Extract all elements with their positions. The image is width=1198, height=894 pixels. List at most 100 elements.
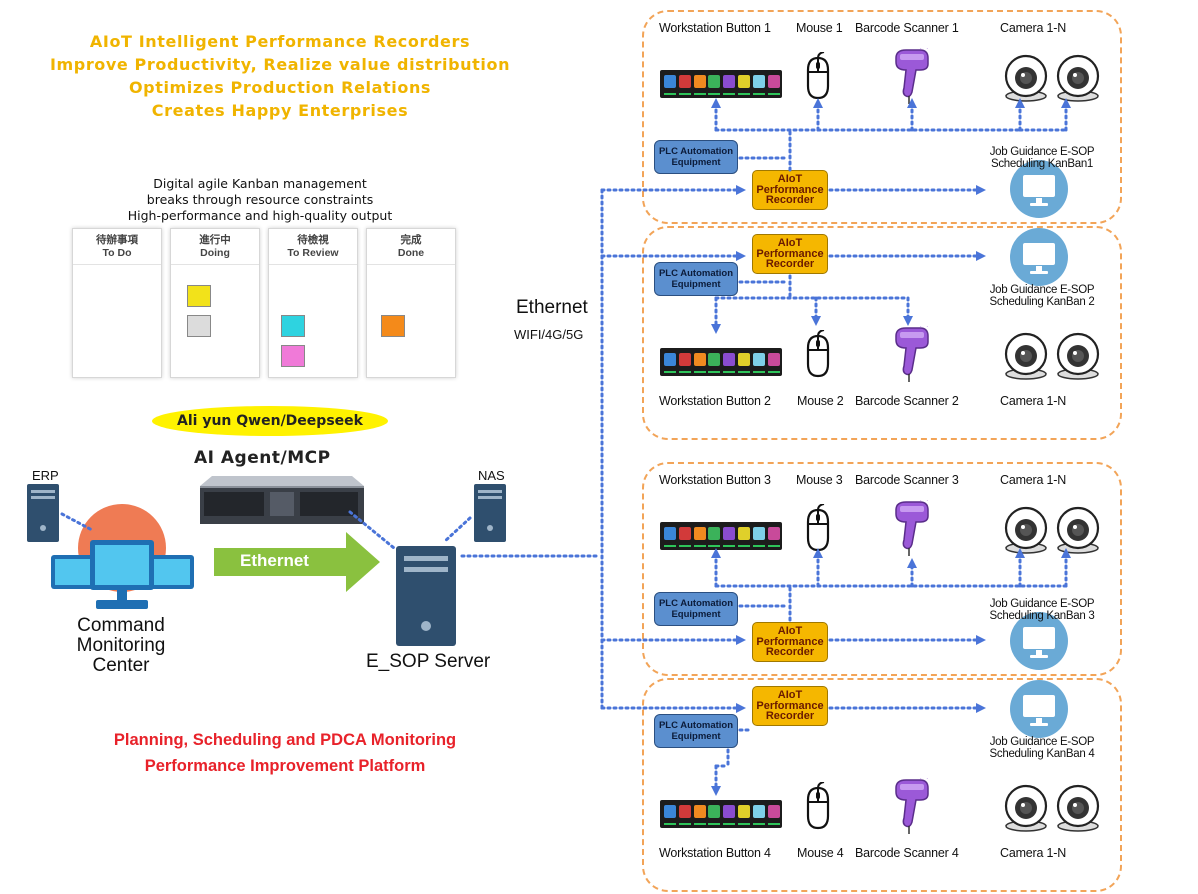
kanban-label-line: Scheduling KanBan1: [990, 158, 1094, 170]
button-key: [752, 527, 765, 540]
button-key: [693, 805, 706, 818]
monitor-base: [1030, 723, 1048, 726]
button-key: [708, 805, 721, 818]
nas-label: NAS: [478, 468, 505, 483]
led-indicator: [678, 371, 691, 373]
kanban-caption-3: High-performance and high-quality output: [127, 208, 393, 223]
monitor-base: [1030, 271, 1048, 274]
recorder-label-line: Recorder: [765, 710, 815, 722]
workstation-button-strip: [660, 800, 782, 828]
kanban-caption-2: breaks through resource constraints: [146, 192, 374, 207]
led-indicator: [693, 371, 706, 373]
button-key: [723, 75, 736, 88]
button-label: Workstation Button 2: [659, 394, 771, 408]
monitor-icon: [1010, 680, 1068, 738]
recorder-label-line: AIoT: [777, 625, 803, 637]
button-key: [693, 527, 706, 540]
button-key: [708, 75, 721, 88]
sticky-note: [281, 315, 305, 337]
button-key: [723, 805, 736, 818]
scanner-label: Barcode Scanner 3: [855, 473, 959, 487]
button-key: [723, 527, 736, 540]
kanban-column-zh: 待檢視: [297, 234, 329, 246]
workstation-group-3: [642, 462, 1122, 676]
camera-label: Camera 1-N: [1000, 21, 1067, 35]
plc-label-line: PLC Automation: [658, 146, 734, 157]
monitor-screen: [1023, 695, 1055, 717]
monitor-stand: [1036, 198, 1042, 204]
camera-icon: [1004, 52, 1048, 104]
button-key: [678, 75, 691, 88]
monitor-stand: [1036, 718, 1042, 724]
plc-label-line: Equipment: [671, 731, 721, 742]
led-indicator: [708, 371, 721, 373]
kanban-label-line: Scheduling KanBan 4: [989, 748, 1095, 760]
workstation-group-4: [642, 678, 1122, 892]
mouse-label: Mouse 3: [796, 473, 843, 487]
esop-server-label: E_SOP Server: [366, 651, 491, 672]
button-key: [738, 75, 750, 88]
scanner-label: Barcode Scanner 1: [855, 21, 959, 35]
led-indicator: [738, 371, 750, 373]
plc-label-line: PLC Automation: [658, 720, 734, 731]
monitor-screen: [1023, 243, 1055, 265]
button-key: [693, 353, 706, 366]
led-indicator: [693, 545, 706, 547]
kanban-label-line: Scheduling KanBan 2: [989, 296, 1095, 308]
command-center-line: Monitoring: [76, 635, 166, 656]
recorder-label-line: Recorder: [765, 258, 815, 270]
led-indicator: [723, 545, 736, 547]
kanban-column-zh: 待辦事項: [96, 234, 138, 246]
led-indicator: [738, 93, 750, 95]
recorder-label-line: AIoT: [777, 173, 803, 185]
button-key: [664, 527, 676, 540]
button-key: [723, 353, 736, 366]
mouse-label: Mouse 2: [797, 394, 844, 408]
led-indicator: [723, 93, 736, 95]
workstation-button-strip: [660, 70, 782, 98]
plc-label-line: PLC Automation: [658, 268, 734, 279]
button-key: [678, 527, 691, 540]
barcode-scanner-icon: [890, 324, 934, 384]
slogan-line-2: Improve Productivity, Realize value dist…: [49, 55, 511, 74]
sticky-note: [187, 315, 211, 337]
plc-label-line: PLC Automation: [658, 598, 734, 609]
led-indicator: [723, 823, 736, 825]
camera-icon: [1004, 330, 1048, 382]
led-indicator: [752, 371, 765, 373]
led-indicator: [723, 371, 736, 373]
camera-label: Camera 1-N: [1000, 473, 1067, 487]
slogan-line-4: Creates Happy Enterprises: [151, 101, 409, 120]
sticky-note: [381, 315, 405, 337]
rack-server-icon: [200, 476, 364, 524]
barcode-scanner-icon: [890, 498, 934, 558]
plc-label-line: Equipment: [671, 279, 721, 290]
led-indicator: [738, 545, 750, 547]
kanban-label-line: Job Guidance E-SOP: [989, 284, 1095, 296]
led-indicator: [708, 823, 721, 825]
monitor-icon: [51, 504, 194, 609]
led-indicator: [708, 93, 721, 95]
platform-text-1: Planning, Scheduling and PDCA Monitoring: [113, 731, 457, 749]
scanner-label: Barcode Scanner 4: [855, 846, 959, 860]
led-indicator: [708, 545, 721, 547]
led-indicator: [678, 93, 691, 95]
button-key: [708, 353, 721, 366]
scanner-label: Barcode Scanner 2: [855, 394, 959, 408]
barcode-scanner-icon: [890, 776, 934, 836]
recorder-label-line: Performance: [756, 699, 824, 712]
led-indicator: [664, 545, 676, 547]
plc-label-line: Equipment: [671, 157, 721, 168]
ai-model-badge: Ali yun Qwen/Deepseek: [152, 406, 388, 436]
kanban-label-line: Job Guidance E-SOP: [989, 598, 1095, 610]
led-indicator: [678, 545, 691, 547]
command-center-line: Center: [92, 655, 150, 676]
camera-icon: [1056, 504, 1100, 556]
workstation-button-strip: [660, 522, 782, 550]
button-key: [738, 527, 750, 540]
mouse-label: Mouse 1: [796, 21, 843, 35]
